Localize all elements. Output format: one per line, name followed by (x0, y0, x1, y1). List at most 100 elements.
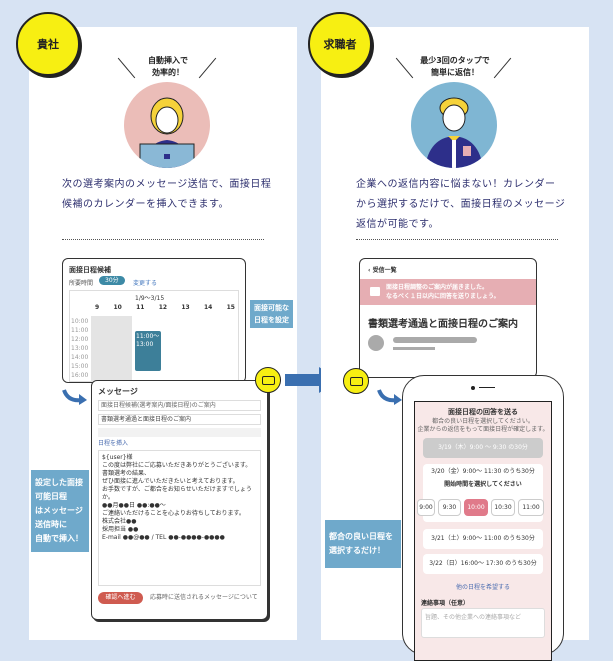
insert-link[interactable]: 日程を挿入 (98, 440, 129, 447)
tip-line: 選択するだけ！ (329, 546, 385, 555)
time: 15:00 (71, 363, 89, 370)
template-select[interactable]: 面接日程候補(選考案内/面接日程)のご案内 (98, 400, 261, 411)
tip-line: 面接可能な (254, 304, 289, 312)
notice-banner: 面接日程調整のご案内が届きました。なるべく１日以内に回答を送りましょう。 (360, 279, 536, 305)
message-title: メッセージ (98, 387, 138, 396)
unavailable-days (91, 316, 132, 382)
body-line: 株式会社●● (102, 518, 137, 525)
desc-line: 企業への返信内容に悩まない！カレンダー (356, 179, 556, 190)
placeholder-bar (393, 347, 435, 350)
curved-arrow-icon (62, 389, 87, 405)
body-line: E-mail ●●@●● / TEL ●●-●●●●-●●●● (102, 534, 225, 541)
option-disabled: 3/19（木）9:00 〜 9:30 の30分 (423, 438, 543, 458)
placeholder-bar (393, 337, 477, 343)
date-range[interactable]: 1/9〜3/15 (135, 295, 165, 302)
message-body[interactable]: ${user}様この度は弊社にご応募いただきありがとうございます。書類選考の結果… (98, 450, 261, 586)
day: 14 (203, 304, 213, 311)
time: 16:00 (71, 372, 89, 379)
time-slot-selected[interactable]: 10:00 (464, 499, 488, 516)
info-box (98, 428, 261, 437)
notice-line: 面接日程調整のご案内が届きました。 (386, 284, 489, 291)
body-line: 採用担当 ●● (102, 526, 139, 533)
jobseeker-illustration (411, 82, 497, 168)
company-badge: 貴社 (16, 12, 80, 76)
back-link[interactable]: ‹ 受信一覧 (368, 267, 397, 274)
message-screenshot: メッセージ 面接日程候補(選考案内/面接日程)のご案内 書類選考通過と面接日程の… (91, 380, 268, 620)
duration-pill[interactable]: 30分 (99, 276, 125, 285)
time-slot[interactable]: 11:00 (518, 499, 544, 516)
inbox-screenshot: ‹ 受信一覧 面接日程調整のご案内が届きました。なるべく１日以内に回答を送りまし… (359, 258, 537, 378)
subject-input[interactable]: 書類選考通過と面接日程のご案内 (98, 414, 261, 425)
time: 13:00 (71, 345, 89, 352)
recruiter-illustration (124, 82, 210, 168)
divider (62, 239, 264, 240)
phone-frame: 面接日程の回答を送る 都合の良い日程を選択してください。企業からの返信をもって面… (402, 375, 564, 661)
tip-line: 自動で挿入！ (35, 534, 83, 543)
day: 11 (136, 304, 145, 311)
time-slot[interactable]: 10:30 (491, 499, 515, 516)
mail-icon (255, 367, 281, 393)
desc-line: から選択するだけで、面接日程のメッセージ (356, 199, 566, 210)
time: 14:00 (71, 354, 89, 361)
tip-line: 日程を設定 (254, 316, 289, 324)
footer-link[interactable]: 応募時に送信されるメッセージについて (150, 594, 258, 601)
company-catch: 自動挿入で効率的！ (123, 55, 213, 79)
jobseeker-description: 企業への返信内容に悩まない！カレンダーから選択するだけで、面接日程のメッセージ返… (356, 175, 565, 235)
time-slot[interactable]: 9:00 (417, 499, 435, 516)
day: 13 (181, 304, 190, 311)
tip-line: はメッセージ送信時に (35, 506, 83, 529)
body-line: ご連絡いただけることを心よりお待ちしております。 (102, 510, 245, 517)
duration-label: 所要時間 (69, 280, 94, 287)
option[interactable]: 3/22（日）16:00〜 17:30 のうち30分 (423, 554, 543, 574)
reply-title: 面接日程の回答を送る (448, 408, 518, 416)
option-label: 3/20（金）9:00〜 11:30 のうち30分 (431, 468, 535, 475)
notes-input[interactable]: 旨題、その他企業への連絡事項など (421, 608, 545, 638)
catch-line: 自動挿入で (148, 56, 188, 65)
body-line: お手数ですが、ご都合をお知らせいただけますでしょうか。 (102, 486, 252, 501)
send-button[interactable]: 確認へ進む (98, 592, 143, 604)
calendar-icon (370, 287, 380, 296)
day: 9 (95, 304, 100, 311)
time-slot[interactable]: 9:30 (438, 499, 461, 516)
change-link[interactable]: 変更する (133, 280, 158, 287)
body-line: 書類選考の結果、 (102, 470, 151, 477)
tip-line: 都合の良い日程を (329, 532, 393, 541)
calendar-tooltip: 面接可能な日程を設定 (250, 300, 293, 328)
message-subject: 書類選考通過と面接日程のご案内 (368, 319, 518, 330)
catch-line: 最少3回のタップで (420, 56, 490, 65)
time: 12:00 (71, 336, 89, 343)
sender-avatar (368, 335, 384, 351)
notes-label: 連絡事項（任意） (421, 600, 470, 607)
phone-speaker (479, 387, 495, 388)
divider (356, 239, 558, 240)
mail-icon (343, 368, 369, 394)
body-line: ●●月●●日 ●●:●●〜 (102, 502, 166, 509)
body-line: ぜひ面接に進んでいただきたいと考えております。 (102, 478, 239, 485)
time-labels: 10:00 11:00 12:00 13:00 14:00 15:00 16:00 (71, 317, 88, 380)
notice-line: なるべく１日以内に回答を送りましょう。 (386, 293, 500, 300)
body-line: この度は弊社にご応募いただきありがとうございます。 (102, 462, 252, 469)
option[interactable]: 3/21（土）9:00〜 11:00 のうち30分 (423, 529, 543, 549)
day: 15 (226, 304, 235, 311)
available-slot[interactable]: 11:00〜13:00 (135, 331, 161, 371)
sub-line: 企業からの返信をもって面接日程が確定します。 (417, 426, 549, 433)
company-description: 次の選考案内のメッセージ送信で、面接日程候補のカレンダーを挿入できます。 (62, 175, 271, 215)
curved-arrow-icon (377, 389, 402, 405)
sub-line: 都合の良い日程を選択してください。 (432, 418, 534, 425)
tip-line: 設定した面接可能日程 (35, 478, 83, 501)
desc-line: 候補のカレンダーを挿入できます。 (62, 199, 229, 210)
catch-line: 簡単に返信！ (431, 68, 479, 77)
day: 12 (158, 304, 168, 311)
desc-line: 次の選考案内のメッセージ送信で、面接日程 (62, 179, 272, 190)
time: 10:00 (71, 318, 89, 325)
time: 11:00 (71, 327, 89, 334)
phone-screen: 面接日程の回答を送る 都合の良い日程を選択してください。企業からの返信をもって面… (414, 401, 552, 661)
select-tooltip: 都合の良い日程を選択するだけ！ (325, 520, 401, 568)
desc-line: 返信が可能です。 (356, 219, 439, 230)
body-line: ${user}様 (102, 454, 133, 461)
back-label: 受信一覧 (372, 267, 397, 274)
other-date-link[interactable]: 他の日程を希望する (455, 584, 510, 591)
jobseeker-catch: 最少3回のタップで簡単に返信！ (405, 55, 505, 79)
calendar-title: 面接日程候補 (69, 266, 111, 274)
